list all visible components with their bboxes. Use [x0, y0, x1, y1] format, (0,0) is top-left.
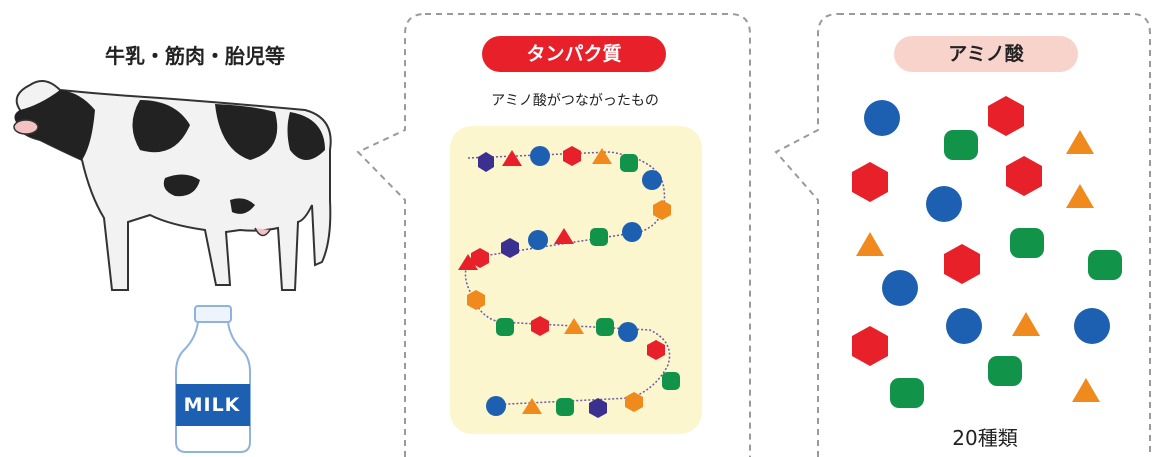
chain-square [590, 228, 608, 246]
amino-bubble [774, 13, 1151, 457]
chain-background [450, 126, 702, 434]
cow-illustration [13, 80, 332, 291]
chain-circle [642, 170, 662, 190]
chain-hexagon [647, 340, 665, 360]
chain-circle [486, 396, 506, 416]
amino-acid-label: アミノ酸 [894, 36, 1078, 72]
chain-triangle [502, 150, 522, 166]
amino-blue [1074, 308, 1110, 344]
milk-bottle-illustration [175, 305, 251, 453]
amino-orange [856, 232, 884, 256]
amino-blue [946, 308, 982, 344]
amino-blue [926, 186, 962, 222]
chain-triangle [522, 398, 542, 414]
chain-square [556, 398, 574, 416]
chain-hexagon [467, 290, 485, 310]
protein-chain-molecules [458, 146, 680, 418]
amino-acid-molecules [852, 96, 1122, 408]
amino-orange [1066, 184, 1094, 208]
amino-green [988, 356, 1022, 386]
chain-triangle [564, 318, 584, 334]
protein-description: アミノ酸がつながったもの [491, 93, 659, 109]
amino-orange [1012, 312, 1040, 336]
amino-red [1006, 156, 1042, 196]
amino-blue [864, 100, 900, 136]
chain-circle [618, 322, 638, 342]
amino-orange [1066, 130, 1094, 154]
chain-square [620, 154, 638, 172]
source-label: 牛乳・筋肉・胎児等 [105, 44, 285, 68]
amino-red [944, 244, 980, 284]
amino-green [1088, 250, 1122, 280]
chain-square [596, 318, 614, 336]
amino-red [988, 96, 1024, 136]
chain-circle [622, 222, 642, 242]
chain-hexagon [653, 200, 671, 220]
chain-triangle [592, 148, 612, 164]
amino-acid-count: 20種類 [952, 426, 1018, 450]
chain-hexagon [478, 152, 494, 172]
amino-orange [1072, 378, 1100, 402]
amino-red [852, 162, 888, 202]
chain-hexagon [501, 238, 519, 258]
chain-hexagon [625, 392, 643, 412]
chain-triangle [554, 228, 574, 244]
chain-square [662, 372, 680, 390]
milk-label: MILK [183, 394, 241, 416]
chain-circle [528, 230, 548, 250]
chain-hexagon [471, 248, 489, 268]
amino-green [1010, 228, 1044, 258]
amino-green [944, 130, 978, 160]
chain-square [496, 318, 514, 336]
protein-bubble [356, 13, 751, 457]
protein-label: タンパク質 [482, 36, 666, 72]
chain-triangle [458, 254, 478, 270]
chain-hexagon [563, 146, 581, 166]
amino-red [852, 326, 888, 366]
chain-circle [530, 146, 550, 166]
amino-blue [882, 270, 918, 306]
amino-green [890, 378, 924, 408]
chain-hexagon [589, 398, 607, 418]
chain-hexagon [531, 316, 549, 336]
